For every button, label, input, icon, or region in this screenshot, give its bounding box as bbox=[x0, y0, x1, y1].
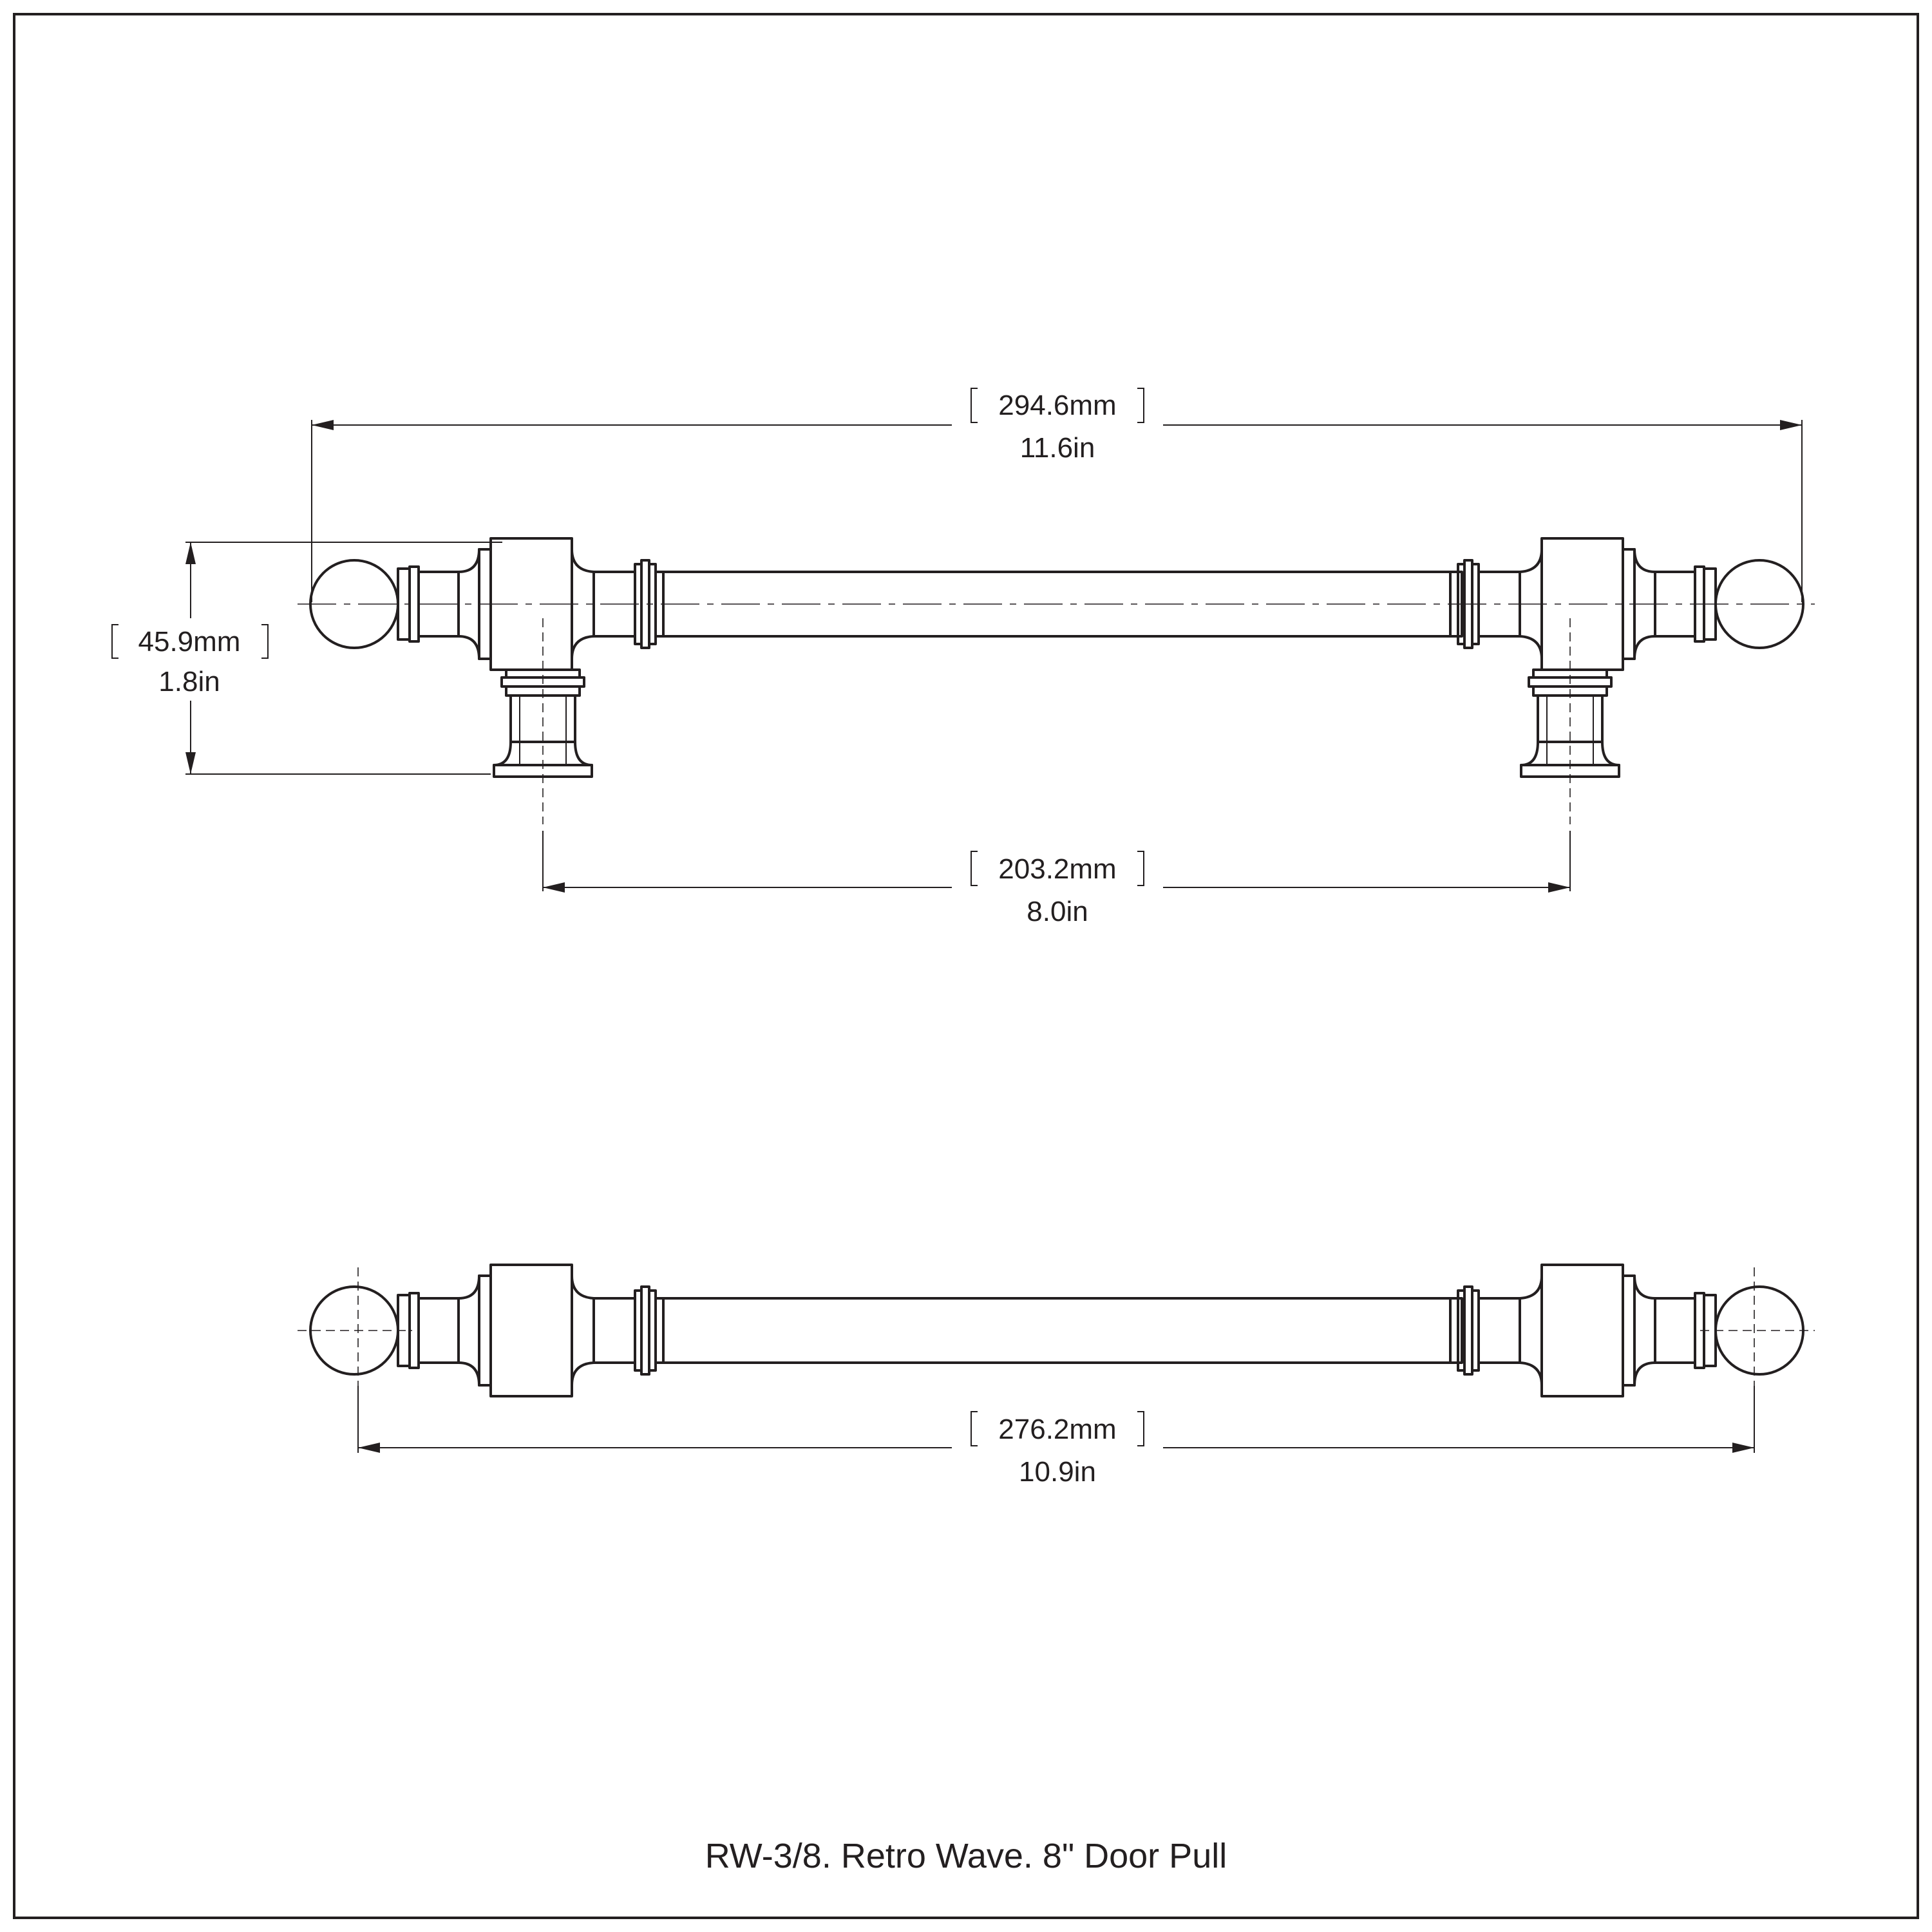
side-view bbox=[298, 537, 1815, 824]
dimension-projection: 45.9mm 1.8in bbox=[111, 542, 502, 775]
drawing-title: RW-3/8. Retro Wave. 8" Door Pull bbox=[705, 1837, 1227, 1875]
center-to-center-mm: 203.2mm bbox=[998, 853, 1116, 885]
ball-center-mm: 276.2mm bbox=[998, 1414, 1116, 1445]
projection-in: 1.8in bbox=[158, 666, 220, 697]
ball-center-in: 10.9in bbox=[1019, 1456, 1096, 1488]
drawing-frame bbox=[13, 13, 1919, 1919]
dimension-ball-center: 276.2mm 10.9in bbox=[357, 1386, 1755, 1488]
overall-length-in: 11.6in bbox=[1020, 432, 1095, 464]
top-view-left-end bbox=[309, 1264, 665, 1397]
side-view-bar bbox=[662, 571, 1463, 638]
dimension-center-to-center: 203.2mm 8.0in bbox=[542, 831, 1571, 927]
side-view-right-end bbox=[1449, 537, 1804, 671]
dimension-overall-length: 294.6mm 11.6in bbox=[311, 388, 1803, 602]
overall-length-mm: 294.6mm bbox=[998, 390, 1116, 421]
top-view-bar bbox=[662, 1297, 1463, 1364]
projection-mm: 45.9mm bbox=[138, 626, 241, 658]
center-to-center-in: 8.0in bbox=[1027, 896, 1088, 927]
